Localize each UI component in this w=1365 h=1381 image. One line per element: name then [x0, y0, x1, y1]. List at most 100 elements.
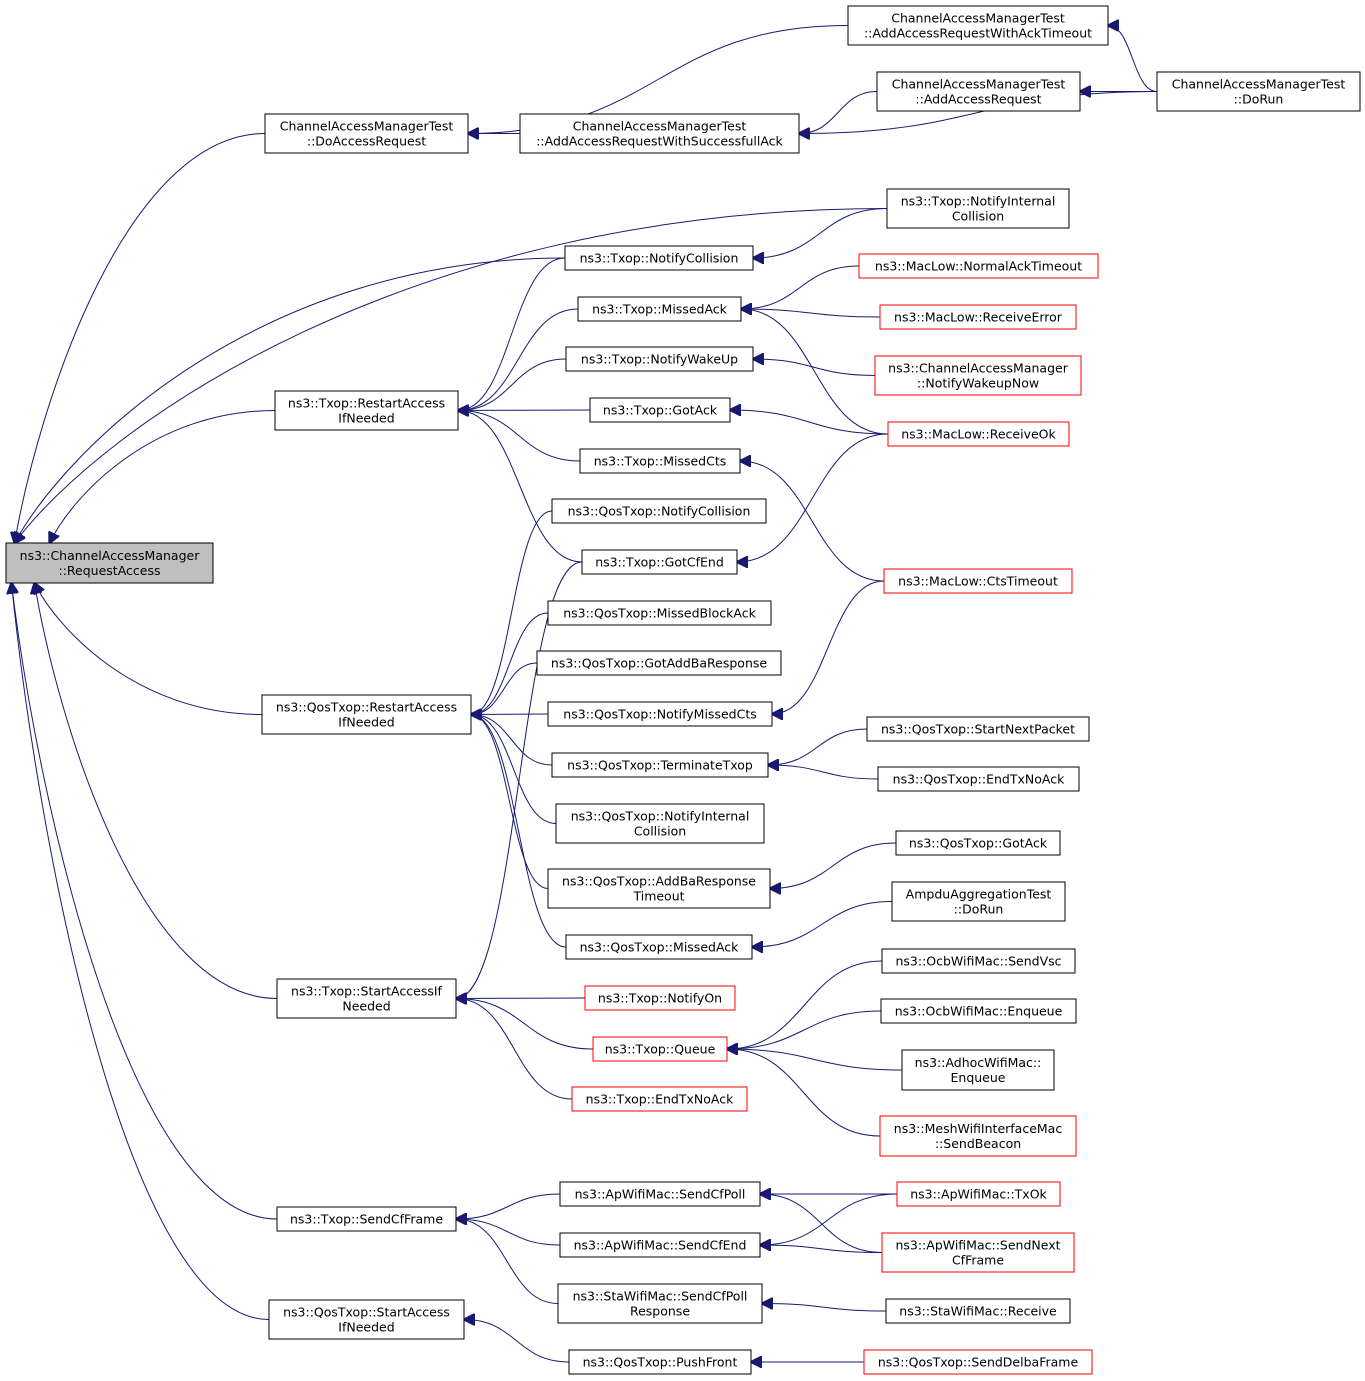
node-qostxop-missed-block-ack[interactable]: ns3::QosTxop::MissedBlockAck [547, 600, 772, 626]
node-box [887, 421, 1070, 447]
node-add-access-request[interactable]: ChannelAccessManagerTest::AddAccessReque… [876, 71, 1081, 112]
node-label-line: ::AddAccessRequestWithAckTimeout [864, 26, 1092, 41]
node-label-line: ::AddAccessRequestWithSuccessfullAck [536, 134, 783, 149]
node-label-line: ::DoRun [1234, 92, 1284, 107]
node-txop-missed-cts[interactable]: ns3::Txop::MissedCts [579, 448, 741, 474]
node-ap-txok[interactable]: ns3::ApWifiMac::TxOk [896, 1181, 1061, 1207]
edge-qostxop_notify_missed_cts-to-qostxop_restart_access [471, 714, 549, 715]
node-qostxop-push-front[interactable]: ns3::QosTxop::PushFront [568, 1349, 752, 1375]
edge-txop_start_access-to-root [35, 583, 278, 999]
node-ap-send-cf-poll[interactable]: ns3::ApWifiMac::SendCfPoll [559, 1181, 761, 1207]
nodes-layer: ns3::ChannelAccessManager::RequestAccess… [5, 5, 1361, 1375]
node-label-line: ns3::QosTxop::RestartAccess [276, 700, 457, 715]
node-qostxop-got-addba-response[interactable]: ns3::QosTxop::GotAddBaResponse [536, 650, 782, 676]
node-txop-got-cf-end[interactable]: ns3::Txop::GotCfEnd [581, 549, 738, 575]
node-txop-notify-on[interactable]: ns3::Txop::NotifyOn [584, 985, 736, 1011]
node-qostxop-terminate-txop[interactable]: ns3::QosTxop::TerminateTxop [551, 752, 769, 778]
node-maclow-cts-timeout[interactable]: ns3::MacLow::CtsTimeout [883, 568, 1073, 594]
node-label-line: ns3::ApWifiMac::SendCfEnd [574, 1238, 747, 1253]
node-qostxop-start-next-packet[interactable]: ns3::QosTxop::StartNextPacket [866, 716, 1090, 742]
node-qostxop-notify-collision[interactable]: ns3::QosTxop::NotifyCollision [551, 498, 767, 524]
edge-maclow_receive_ok-to-txop_got_cf_end [737, 433, 889, 562]
node-box [551, 498, 767, 524]
node-label-line: Enqueue [951, 1070, 1006, 1085]
node-box [519, 113, 800, 154]
node-label-line: ns3::Txop::GotAck [603, 403, 718, 418]
edge-maclow_receive_ok-to-txop_got_ack [730, 410, 889, 435]
edge-ap_send_next_cf_frame-to-ap_send_cf_poll [760, 1194, 883, 1253]
node-txop-notify-wakeup[interactable]: ns3::Txop::NotifyWakeUp [565, 346, 754, 372]
node-mesh-send-beacon[interactable]: ns3::MeshWifiInterfaceMac::SendBeacon [879, 1115, 1077, 1157]
node-label-line: ::DoRun [954, 902, 1004, 917]
edge-maclow_cts_timeout-to-txop_missed_cts [740, 461, 885, 582]
edge-txop_missed_ack-to-txop_restart_access [458, 308, 579, 411]
node-txop-queue[interactable]: ns3::Txop::Queue [592, 1036, 728, 1062]
node-maclow-receive-ok[interactable]: ns3::MacLow::ReceiveOk [887, 421, 1070, 447]
node-box [547, 868, 771, 909]
node-sta-receive[interactable]: ns3::StaWifiMac::Receive [885, 1298, 1071, 1324]
node-label-line: ::AddAccessRequest [915, 92, 1041, 107]
node-do-access-request[interactable]: ChannelAccessManagerTest::DoAccessReques… [264, 113, 469, 154]
node-cam-test-dorun[interactable]: ChannelAccessManagerTest::DoRun [1156, 71, 1361, 112]
node-add-req-ack-timeout[interactable]: ChannelAccessManagerTest::AddAccessReque… [847, 5, 1109, 46]
edge-adhoc_enqueue-to-txop_queue [727, 1049, 903, 1071]
edge-txop_got_cf_end-to-txop_start_access [456, 561, 583, 999]
edge-ap_send_next_cf_frame-to-ap_send_cf_end [760, 1245, 883, 1253]
edge-maclow_normal_ack_timeout-to-txop_missed_ack [741, 265, 860, 309]
node-add-req-successful-ack[interactable]: ChannelAccessManagerTest::AddAccessReque… [519, 113, 800, 154]
node-box [880, 998, 1077, 1024]
node-qostxop-missed-ack[interactable]: ns3::QosTxop::MissedAck [565, 934, 753, 960]
node-qostxop-send-delba-frame[interactable]: ns3::QosTxop::SendDelbaFrame [863, 1349, 1093, 1375]
edge-txop_got_ack-to-txop_restart_access [458, 410, 591, 411]
edge-maclow_receive_ok-to-txop_missed_ack [741, 309, 889, 435]
edge-txop_notify_collision-to-root [15, 257, 566, 543]
node-label-line: ns3::Txop::NotifyWakeUp [581, 352, 738, 367]
node-label-line: ns3::QosTxop::AddBaResponse [562, 874, 756, 889]
node-maclow-receive-error[interactable]: ns3::MacLow::ReceiveError [879, 304, 1077, 330]
node-box [891, 881, 1066, 922]
node-qostxop-got-ack[interactable]: ns3::QosTxop::GotAck [895, 830, 1061, 856]
node-label-line: Timeout [632, 889, 684, 904]
edge-do_access_request-to-root [15, 133, 266, 544]
edge-txop_notify_collision-to-txop_restart_access [458, 257, 566, 411]
node-label-line: ns3::MeshWifiInterfaceMac [894, 1121, 1063, 1136]
node-ap-send-cf-end[interactable]: ns3::ApWifiMac::SendCfEnd [559, 1232, 761, 1258]
node-box [5, 542, 214, 584]
node-qostxop-notify-missed-cts[interactable]: ns3::QosTxop::NotifyMissedCts [547, 701, 773, 727]
node-maclow-normal-ack-timeout[interactable]: ns3::MacLow::NormalAckTimeout [858, 253, 1099, 279]
node-txop-send-cf-frame[interactable]: ns3::Txop::SendCfFrame [276, 1206, 457, 1232]
node-ocb-enqueue[interactable]: ns3::OcbWifiMac::Enqueue [880, 998, 1077, 1024]
edge-txop_notify_internal_collision-to-root [15, 208, 888, 544]
node-txop-got-ack[interactable]: ns3::Txop::GotAck [589, 397, 731, 423]
node-box [564, 245, 754, 271]
node-root[interactable]: ns3::ChannelAccessManager::RequestAccess [5, 542, 214, 584]
node-qostxop-end-tx-no-ack[interactable]: ns3::QosTxop::EndTxNoAck [877, 766, 1080, 792]
node-ampdu-test-dorun[interactable]: AmpduAggregationTest::DoRun [891, 881, 1066, 922]
node-box [874, 355, 1082, 396]
node-txop-missed-ack[interactable]: ns3::Txop::MissedAck [577, 296, 742, 322]
node-adhoc-enqueue[interactable]: ns3::AdhocWifiMac::Enqueue [901, 1049, 1055, 1091]
node-label-line: ns3::Txop::NotifyInternal [901, 194, 1056, 209]
node-label-line: ns3::QosTxop::TerminateTxop [567, 758, 753, 773]
node-box [559, 1232, 761, 1258]
node-label-line: ChannelAccessManagerTest [280, 119, 454, 134]
node-box [264, 113, 469, 154]
node-ocb-send-vsc[interactable]: ns3::OcbWifiMac::SendVsc [881, 948, 1076, 974]
node-txop-end-tx-no-ack[interactable]: ns3::Txop::EndTxNoAck [571, 1086, 748, 1112]
edge-qostxop_end_tx_no_ack-to-qostxop_terminate_txop [768, 765, 879, 780]
node-label-line: Collision [952, 209, 1004, 224]
node-txop-notify-collision[interactable]: ns3::Txop::NotifyCollision [564, 245, 754, 271]
edge-cam_notify_wakeup_now-to-txop_notify_wakeup [753, 359, 876, 376]
node-label-line: CfFrame [952, 1253, 1004, 1268]
node-cam-notify-wakeup-now[interactable]: ns3::ChannelAccessManager::NotifyWakeupN… [874, 355, 1082, 396]
node-box [276, 978, 457, 1019]
